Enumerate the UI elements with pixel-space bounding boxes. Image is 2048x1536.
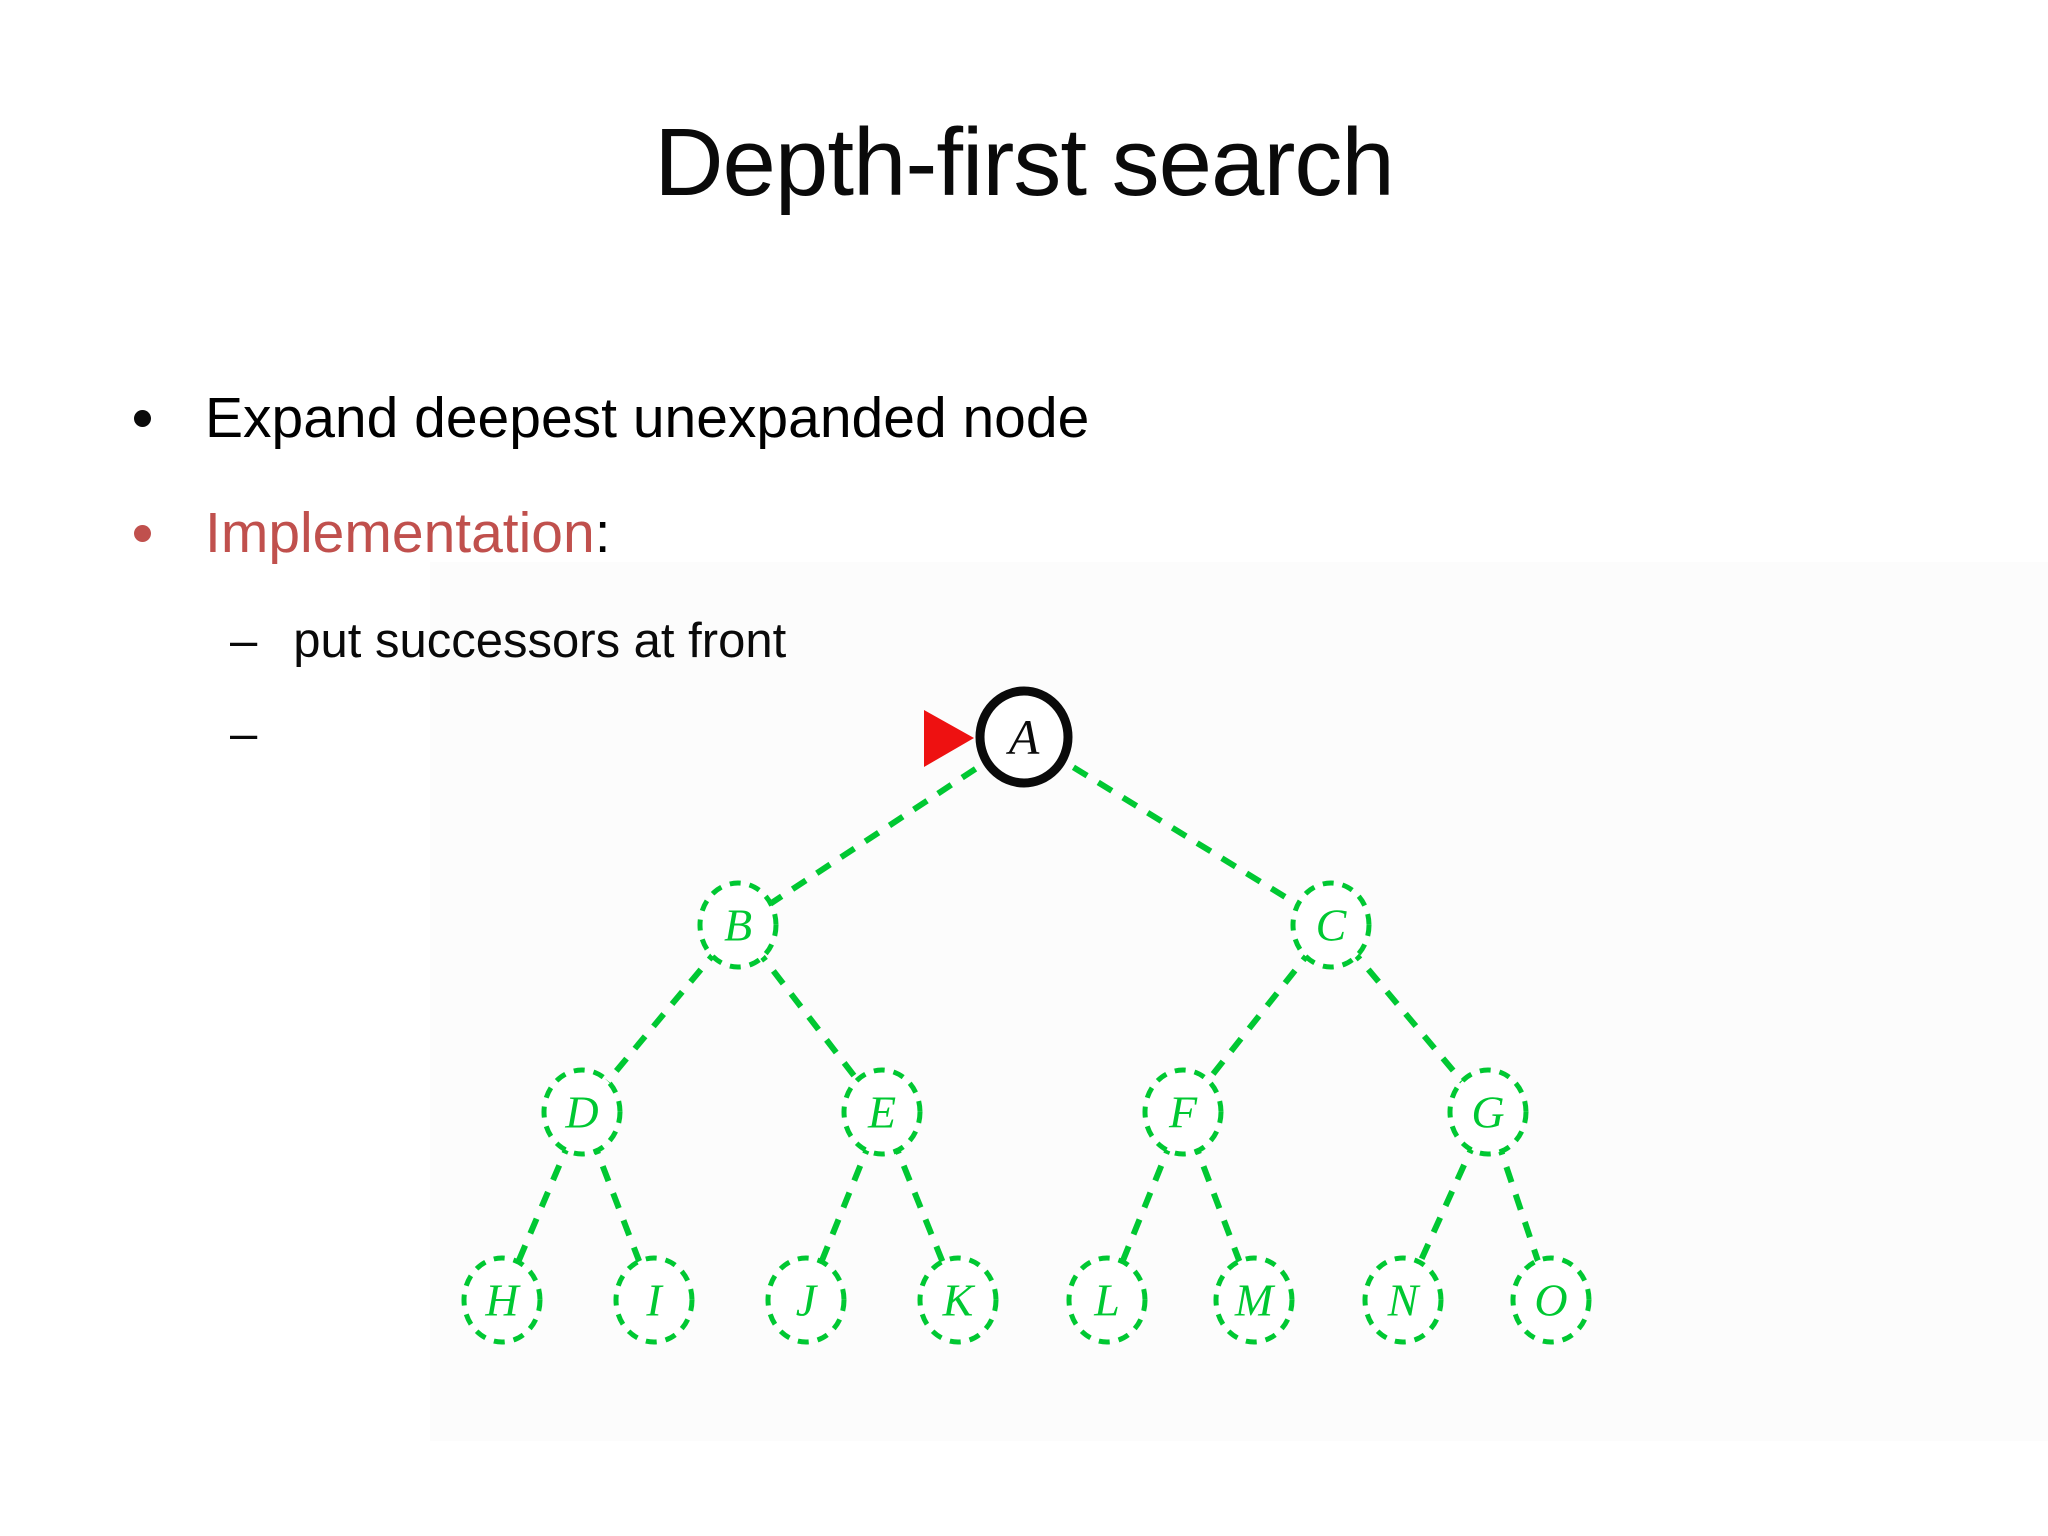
tree-node-G	[1447, 1067, 1529, 1157]
bullet-expand-label: Expand deepest unexpanded node	[205, 386, 1090, 450]
tree-node-label-O: O	[1534, 1275, 1567, 1326]
dash-icon: –	[230, 614, 258, 668]
tree-node-M	[1213, 1255, 1295, 1345]
tree-edge-A-B	[736, 734, 1026, 928]
tree-edge-B-D	[579, 923, 741, 1114]
sub-bullet-successors: – put successors at front	[230, 613, 786, 669]
bullet-implementation: Implementation:	[134, 500, 611, 566]
tree-node-N	[1362, 1255, 1444, 1345]
tree-node-label-F: F	[1168, 1087, 1198, 1138]
tree-node-label-G: G	[1471, 1087, 1504, 1138]
tree-node-K	[917, 1255, 999, 1345]
tree-edge-C-G	[1328, 923, 1491, 1114]
tree-node-label-H: H	[484, 1275, 521, 1326]
tree-node-F	[1142, 1067, 1224, 1157]
bullet-implementation-label: Implementation	[205, 501, 595, 565]
tree-node-H	[461, 1255, 543, 1345]
tree-node-label-E: E	[867, 1087, 896, 1138]
bullet-implementation-colon: :	[594, 501, 611, 565]
tree-node-label-D: D	[564, 1087, 598, 1138]
tree-node-C	[1290, 880, 1372, 970]
tree-node-O	[1510, 1255, 1592, 1345]
sub-bullet-empty: –	[230, 706, 293, 762]
tree-node-label-A: A	[1006, 709, 1040, 765]
bullet-expand: Expand deepest unexpanded node	[134, 385, 1089, 451]
tree-node-E	[841, 1067, 923, 1157]
tree-edge-A-C	[1022, 734, 1333, 928]
tree-node-B	[697, 880, 779, 970]
tree-node-I	[613, 1255, 695, 1345]
tree-node-J	[765, 1255, 847, 1345]
tree-node-label-L: L	[1093, 1275, 1120, 1326]
dash-icon: –	[230, 707, 258, 761]
tree-node-label-I: I	[645, 1275, 664, 1326]
tree-node-label-J: J	[796, 1275, 819, 1326]
tree-node-D	[541, 1067, 623, 1157]
tree-node-label-K: K	[942, 1275, 976, 1326]
tree-node-label-B: B	[724, 900, 752, 951]
current-node-arrow-icon	[924, 710, 974, 767]
sub-bullet-successors-label: put successors at front	[293, 614, 787, 668]
bullet-dot-icon	[134, 524, 151, 542]
tree-node-label-N: N	[1387, 1275, 1421, 1326]
tree-node-A-current	[975, 686, 1073, 788]
tree-node-L	[1066, 1255, 1148, 1345]
tree-node-label-M: M	[1234, 1275, 1276, 1326]
bullet-dot-icon	[134, 409, 151, 427]
tree-node-label-C: C	[1316, 900, 1348, 951]
page-title: Depth-first search	[654, 109, 1395, 216]
